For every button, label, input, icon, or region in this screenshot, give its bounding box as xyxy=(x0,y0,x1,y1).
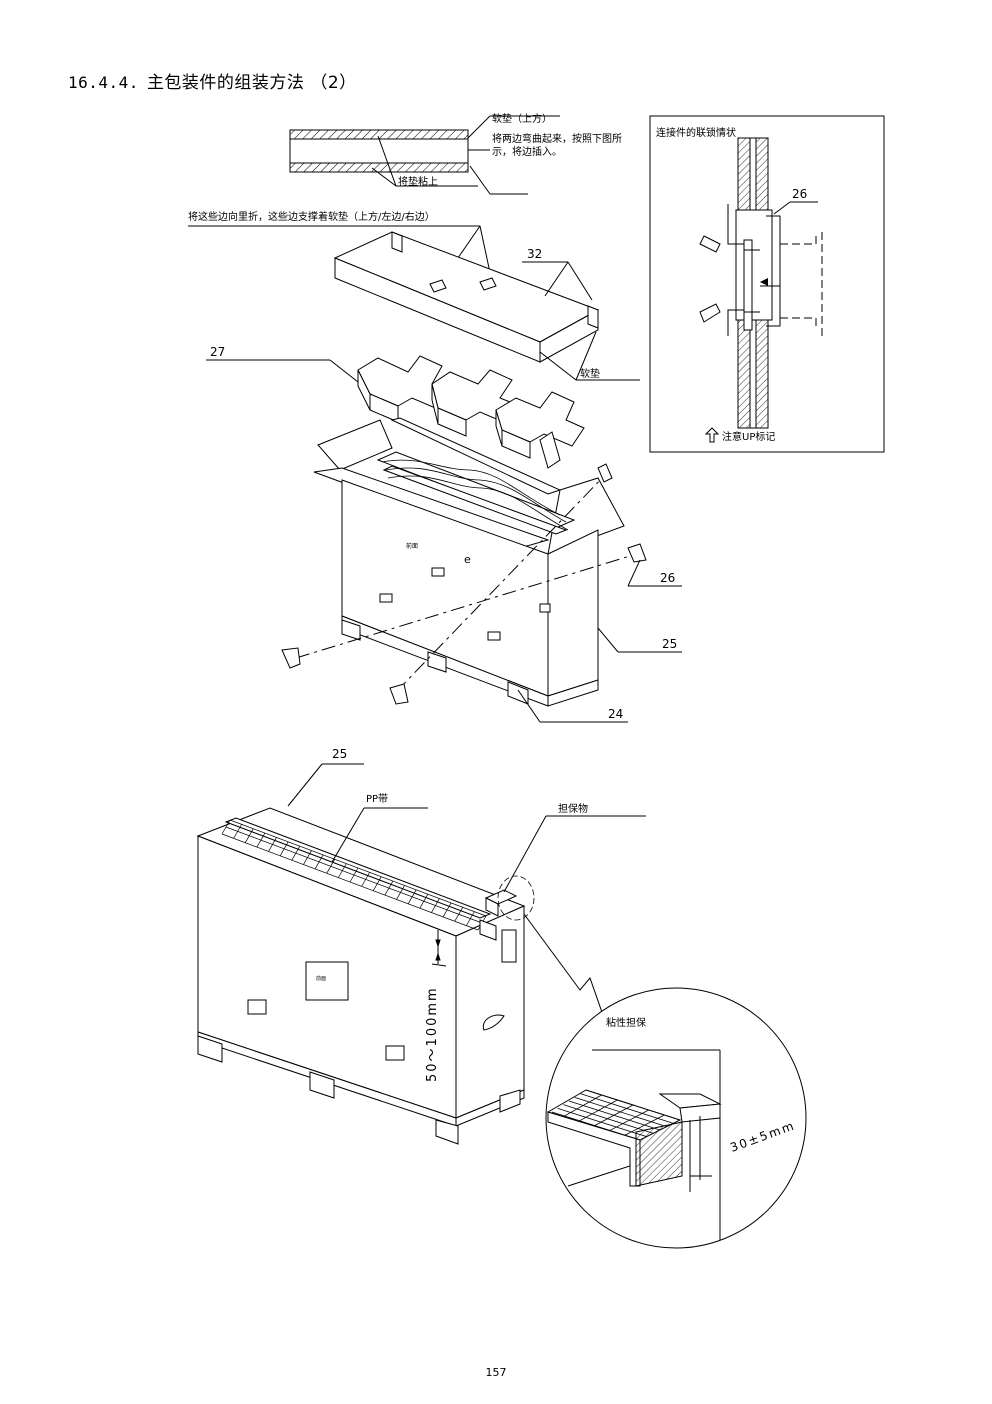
front-box-label: 前面 xyxy=(316,975,326,982)
pad-label: 软垫 xyxy=(580,367,600,380)
adhesive-detail: 粘性担保 30±5mm xyxy=(545,987,807,1249)
part-27-leader xyxy=(206,359,359,383)
inset-note: 注意UP标记 xyxy=(722,430,775,443)
front-small-label: 前面 xyxy=(406,542,418,550)
part-25b-leader xyxy=(287,763,364,807)
pad-cross-section xyxy=(289,115,560,195)
part-25-label: 25 xyxy=(662,637,677,651)
top-pad-32 xyxy=(333,231,600,363)
connector-guides xyxy=(295,473,631,693)
panel-lines xyxy=(381,459,569,531)
part-26-label: 26 xyxy=(660,571,675,585)
bend-note-line-2: 示，将边插入。 xyxy=(492,145,562,158)
carton-slots xyxy=(379,567,551,641)
inset-title: 连接件的联锁情状 xyxy=(656,126,736,139)
up-arrow-icon xyxy=(704,427,720,443)
part-32-leader xyxy=(522,261,593,301)
foam-cushions-27 xyxy=(357,355,585,469)
detail-circle-marker xyxy=(497,875,535,921)
page-title: 16.4.4. 主包装件的组装方法 （2） xyxy=(68,68,357,93)
part-26-leader xyxy=(627,559,682,587)
detail-leader xyxy=(523,913,605,1019)
fold-edges-label: 将这些边向里折，这些边支撑着软垫（上方/左边/右边） xyxy=(188,210,435,223)
section-title: 主包装件的组装方法 （2） xyxy=(146,73,357,93)
protector-leader xyxy=(503,815,646,893)
adhesive-label: 粘性担保 xyxy=(606,1016,646,1029)
corner-protectors xyxy=(479,889,518,941)
part-32-label: 32 xyxy=(527,247,542,261)
section-number: 16.4.4. xyxy=(68,73,139,92)
protector-label: 担保物 xyxy=(558,802,588,815)
vertical-dimension xyxy=(431,930,447,967)
bend-note-line-1: 将两边弯曲起来，按照下图所 xyxy=(492,132,622,145)
stick-pad-label: 将垫粘上 xyxy=(398,175,438,188)
part-25b-label: 25 xyxy=(332,747,347,761)
part-25-leader xyxy=(597,627,682,653)
closed-box-25 xyxy=(196,807,526,1145)
pad-top-label: 软垫（上方） xyxy=(492,112,552,125)
pp-band-leader xyxy=(331,807,428,863)
part-24-leader xyxy=(517,689,628,723)
inset-part-26: 26 xyxy=(792,187,807,201)
dim-vertical-label: 50～100mm xyxy=(425,986,440,1082)
part-27-label: 27 xyxy=(210,345,225,359)
connector-26-set xyxy=(281,463,647,705)
pp-band-grid xyxy=(221,819,487,931)
part-24-label: 24 xyxy=(608,707,623,721)
page-number: 157 xyxy=(485,1366,507,1379)
interlock-inset: 连接件的联锁情状 26 注意UP标记 xyxy=(649,115,885,453)
pp-band-label: PP带 xyxy=(366,793,388,805)
open-carton-25 xyxy=(313,417,625,707)
pad-leader xyxy=(539,331,640,381)
guide-mark: e xyxy=(464,553,471,566)
detail-tape-grid xyxy=(551,1089,681,1141)
